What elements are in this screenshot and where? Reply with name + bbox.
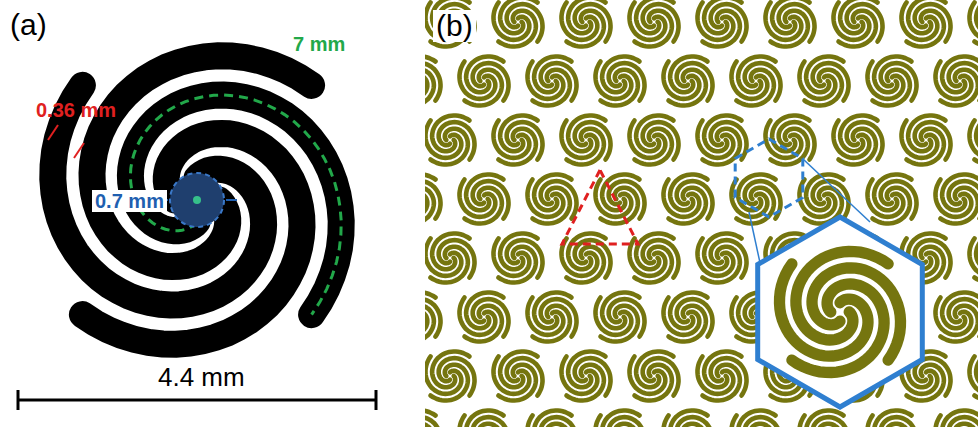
- spiral-arm: [431, 129, 468, 165]
- spiral-arm: [737, 70, 774, 106]
- unit-hexagon: [735, 139, 803, 217]
- spiral-arm: [635, 365, 672, 401]
- unit-triangle: [562, 170, 638, 244]
- unit-cell-marks: [562, 139, 922, 407]
- width-mark: [48, 125, 58, 140]
- spiral-arm: [669, 306, 706, 342]
- scale-bar-end: [375, 390, 378, 410]
- spiral-arm: [635, 129, 672, 165]
- center-dot: [193, 196, 201, 204]
- spiral-arm: [976, 116, 978, 152]
- spiral-arm: [669, 424, 706, 427]
- scale-bar: [18, 399, 376, 402]
- spiral-arm: [873, 70, 910, 106]
- spiral-arm: [601, 424, 638, 427]
- spiral-arm: [669, 70, 706, 106]
- dimension-label: 0.7 mm: [92, 190, 167, 212]
- spiral-arm: [976, 352, 978, 388]
- spiral-arm: [941, 306, 978, 342]
- spiral-arm: [873, 424, 910, 427]
- zoom-line: [803, 159, 870, 222]
- spiral-arm: [703, 247, 740, 283]
- spiral-arm: [499, 11, 536, 47]
- width-arrow: [226, 199, 237, 201]
- spiral-arm: [839, 129, 876, 165]
- spiral-arm: [533, 306, 570, 342]
- spiral-arm: [873, 188, 910, 224]
- spiral-arm: [635, 11, 672, 47]
- spiral-arm: [499, 129, 536, 165]
- spiral-arm: [941, 424, 978, 427]
- dimension-marks: [18, 95, 376, 410]
- spiral-arm: [975, 11, 978, 47]
- spiral-arm: [792, 284, 884, 373]
- spiral-arm: [431, 247, 468, 283]
- spiral-arm: [425, 180, 427, 217]
- spiral-arm: [975, 247, 978, 283]
- spiral-arm: [425, 188, 434, 224]
- spiral-arm: [499, 247, 536, 283]
- panel-ground: [425, 0, 978, 427]
- spiral-arm: [976, 0, 978, 33]
- spiral-arm: [533, 70, 570, 106]
- spiral-arm: [465, 424, 502, 427]
- spiral-arm: [601, 70, 638, 106]
- spiral-arm: [465, 306, 502, 342]
- spiral-arm: [839, 11, 876, 47]
- spiral-arm: [907, 129, 944, 165]
- spiral-arm: [771, 11, 808, 47]
- spiral-arm: [465, 70, 502, 106]
- spiral-arm: [907, 365, 944, 401]
- panel-label: (b): [433, 10, 476, 42]
- spiral-arm: [976, 234, 978, 270]
- spiral-arm: [499, 365, 536, 401]
- spiral-arm: [907, 11, 944, 47]
- spiral-arm: [703, 365, 740, 401]
- spiral-arm: [975, 129, 978, 165]
- dimension-label: 7 mm: [293, 34, 345, 54]
- spiral-arm: [425, 424, 434, 427]
- spiral-lattice: [425, 0, 978, 427]
- spiral-arm: [425, 70, 434, 106]
- spiral-arm: [805, 70, 842, 106]
- scale-bar-end: [17, 390, 20, 410]
- spiral-arm: [82, 133, 302, 344]
- spiral-arm: [941, 188, 978, 224]
- spiral-arm: [425, 306, 434, 342]
- zoom-hexagon: [758, 217, 923, 407]
- spiral-arm: [533, 188, 570, 224]
- spiral-arm: [567, 11, 604, 47]
- panel-label: (a): [10, 10, 47, 40]
- spiral-arm: [465, 188, 502, 224]
- spiral-arm: [425, 62, 427, 99]
- spiral-arm: [941, 70, 978, 106]
- dimension-label: 4.4 mm: [158, 364, 245, 390]
- spiral-arm: [567, 129, 604, 165]
- spiral-arm: [635, 247, 672, 283]
- spiral-arm: [533, 424, 570, 427]
- spiral-arm: [425, 298, 427, 335]
- spiral-arm: [431, 365, 468, 401]
- spiral-arm: [601, 306, 638, 342]
- spiral-arm: [975, 365, 978, 401]
- spiral-arm: [737, 424, 774, 427]
- spiral-arm: [567, 247, 604, 283]
- spiral-arm: [703, 11, 740, 47]
- spiral-arm: [805, 424, 842, 427]
- dimension-label: 0.36 mm: [36, 100, 116, 120]
- spiral-arm: [669, 188, 706, 224]
- spiral-arm: [703, 129, 740, 165]
- width-mark: [74, 143, 84, 158]
- spiral-arm: [567, 365, 604, 401]
- center-circle: [170, 173, 224, 227]
